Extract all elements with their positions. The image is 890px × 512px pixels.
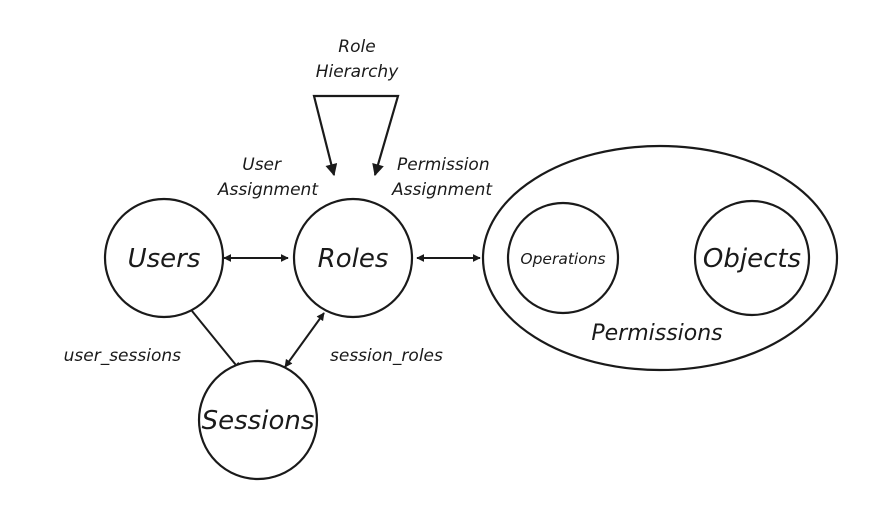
role-hierarchy-label-line1: Role bbox=[338, 37, 375, 57]
roles-node bbox=[292, 197, 414, 319]
users-node bbox=[103, 197, 225, 319]
operations-label: Operations bbox=[520, 250, 605, 268]
permission-assignment-label-line1: Permission bbox=[397, 155, 490, 175]
user-assignment-label-line2: Assignment bbox=[217, 180, 319, 200]
users-label: Users bbox=[128, 244, 201, 274]
roles-label: Roles bbox=[318, 244, 389, 274]
session-roles-label: session_roles bbox=[330, 346, 443, 366]
role-hierarchy-label-line2: Hierarchy bbox=[316, 62, 399, 82]
operations-node bbox=[506, 201, 620, 315]
permissions-label: Permissions bbox=[591, 321, 722, 346]
objects-label: Objects bbox=[703, 244, 801, 274]
user-assignment-label-line1: User bbox=[242, 155, 282, 175]
sessions-label: Sessions bbox=[202, 406, 315, 436]
sessions-node bbox=[197, 359, 319, 481]
role-hierarchy-loop bbox=[312, 94, 400, 177]
session-roles-edge bbox=[284, 312, 325, 368]
permission-assignment-label-line2: Assignment bbox=[391, 180, 493, 200]
user-sessions-label: user_sessions bbox=[64, 346, 182, 366]
user-sessions-edge bbox=[191, 310, 241, 371]
objects-node bbox=[693, 199, 811, 317]
